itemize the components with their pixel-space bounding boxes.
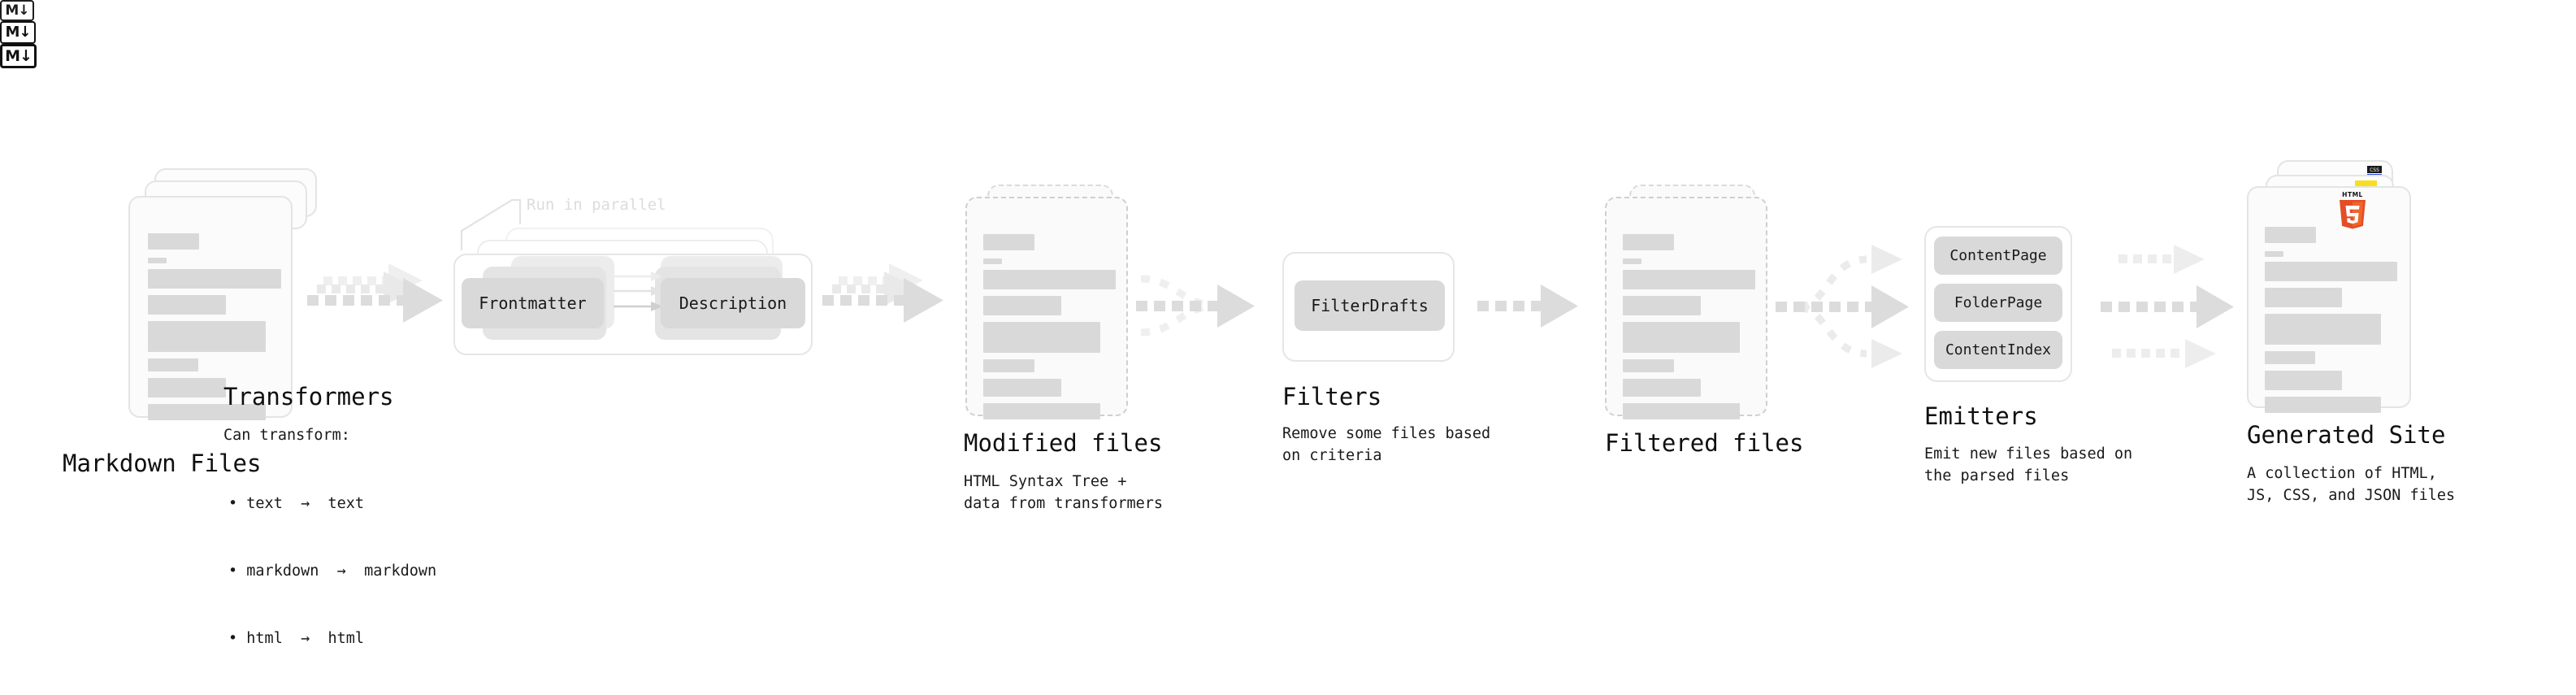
doc-bar	[148, 378, 226, 397]
doc-bar	[983, 234, 1034, 250]
doc-bar	[1623, 258, 1641, 264]
doc-bar	[148, 404, 266, 420]
bullet-row: • markdown → markdown	[228, 560, 436, 583]
emitters-title: Emitters	[1924, 402, 2038, 430]
markdown-badge: M↓	[0, 44, 37, 68]
emitter-chip-label: ContentIndex	[1945, 341, 2052, 358]
generated-site-subtitle: A collection of HTML, JS, CSS, and JSON …	[2247, 465, 2456, 504]
arrow-filtered-to-emitters	[1776, 245, 1909, 368]
doc-bar	[1623, 322, 1740, 353]
doc-bar	[983, 359, 1034, 372]
filter-chip-label: FilterDrafts	[1311, 296, 1429, 315]
arrow-markdown-to-transformers	[307, 263, 443, 323]
transformer-chip-label: Frontmatter	[479, 293, 587, 313]
modified-file-sheet-front	[965, 197, 1128, 419]
doc-bar	[148, 269, 281, 289]
doc-bar	[2265, 251, 2283, 257]
markdown-file-sheet-front	[128, 196, 293, 420]
transformers-title: Transformers	[223, 383, 394, 410]
markdown-badge-back: M↓	[0, 0, 34, 21]
filters-title: Filters	[1282, 383, 1382, 410]
markdown-files-title: Markdown Files	[63, 450, 262, 477]
bullet-marker: •	[228, 494, 238, 512]
doc-bar	[983, 258, 1002, 264]
stage-markdown-files: M↓ M↓ M↓ Markdown Files	[0, 0, 317, 477]
doc-bar	[983, 379, 1061, 397]
svg-text:HTML: HTML	[2342, 191, 2363, 198]
filters-subtitle: Remove some files based on criteria	[1282, 425, 1491, 464]
svg-text:CSS: CSS	[2370, 167, 2379, 173]
arrow-modified-to-filters	[1136, 275, 1255, 337]
doc-bar	[983, 296, 1061, 315]
arrow-filters-to-filtered	[1477, 285, 1578, 328]
doc-bar	[983, 270, 1116, 289]
doc-bar	[2265, 314, 2381, 345]
arrow-emitters-to-site	[2101, 245, 2234, 368]
bullet-row: • html → html	[228, 628, 436, 650]
transformers-bullets: • text → text • markdown → markdown • ht…	[228, 447, 436, 695]
doc-bar	[2265, 351, 2315, 364]
filter-chip-filterdrafts[interactable]: FilterDrafts	[1295, 280, 1445, 331]
markdown-badge-arrow-mid: ↓	[19, 24, 31, 41]
doc-bar	[148, 233, 199, 250]
doc-bar	[148, 321, 266, 352]
doc-bar	[2265, 288, 2342, 307]
doc-bar	[2265, 262, 2397, 281]
doc-bar	[1623, 359, 1674, 372]
generated-site-title: Generated Site	[2247, 421, 2446, 449]
modified-files-title: Modified files	[964, 429, 1163, 457]
bullet-row: • text → text	[228, 493, 436, 515]
doc-bar	[148, 295, 226, 315]
bullet-marker: •	[228, 630, 238, 647]
run-in-parallel-bracket	[460, 198, 522, 250]
html5-badge: HTML	[2340, 191, 2366, 229]
markdown-badge-label-mid: M	[5, 24, 20, 41]
markdown-badge-arrow: ↓	[18, 2, 29, 19]
emitter-chip-contentindex[interactable]: ContentIndex	[1934, 331, 2062, 369]
emitter-chip-contentpage[interactable]: ContentPage	[1934, 237, 2062, 275]
doc-bar	[1623, 234, 1674, 250]
doc-bar	[2265, 397, 2381, 413]
transformer-chip-description[interactable]: Description	[661, 278, 805, 328]
bullet-marker: •	[228, 562, 238, 580]
doc-bar	[148, 258, 167, 263]
doc-bar	[1623, 296, 1701, 315]
transformer-chip-label: Description	[679, 293, 787, 313]
doc-bar	[1623, 270, 1755, 289]
site-file-sheet-front	[2247, 186, 2411, 413]
doc-bar	[983, 322, 1100, 353]
emitter-chip-label: ContentPage	[1949, 247, 2047, 264]
transformer-chip-frontmatter[interactable]: Frontmatter	[462, 278, 604, 328]
doc-bar	[1623, 403, 1740, 419]
transformers-subtitle: Can transform:	[223, 427, 350, 444]
doc-bar	[1623, 379, 1701, 397]
pipeline-diagram: M↓ M↓ M↓ Markdown Files	[0, 0, 2456, 647]
bullet-text: markdown → markdown	[246, 562, 437, 580]
markdown-badge-label-front: M	[5, 46, 20, 65]
emitter-chip-folderpage[interactable]: FolderPage	[1934, 284, 2062, 322]
emitters-subtitle: Emit new files based on the parsed files	[1924, 445, 2133, 484]
bullet-text: text → text	[246, 494, 365, 512]
markdown-badge-label: M	[5, 2, 19, 19]
filtered-file-sheet-front	[1605, 197, 1767, 419]
transformer-internal-arrows	[614, 271, 663, 311]
bullet-text: html → html	[246, 630, 365, 647]
doc-bar	[2265, 227, 2316, 243]
doc-bar	[148, 358, 198, 371]
doc-bar	[983, 403, 1100, 419]
emitter-chip-label: FolderPage	[1954, 294, 2043, 311]
doc-bar	[2265, 371, 2342, 390]
modified-files-subtitle: HTML Syntax Tree + data from transformer…	[964, 473, 1164, 512]
markdown-badge-arrow-front: ↓	[20, 46, 33, 65]
run-in-parallel-label: Run in parallel	[527, 196, 666, 214]
markdown-badge-mid: M↓	[0, 21, 36, 44]
filtered-files-title: Filtered files	[1605, 429, 1804, 457]
arrow-transformers-to-modified	[822, 263, 943, 323]
